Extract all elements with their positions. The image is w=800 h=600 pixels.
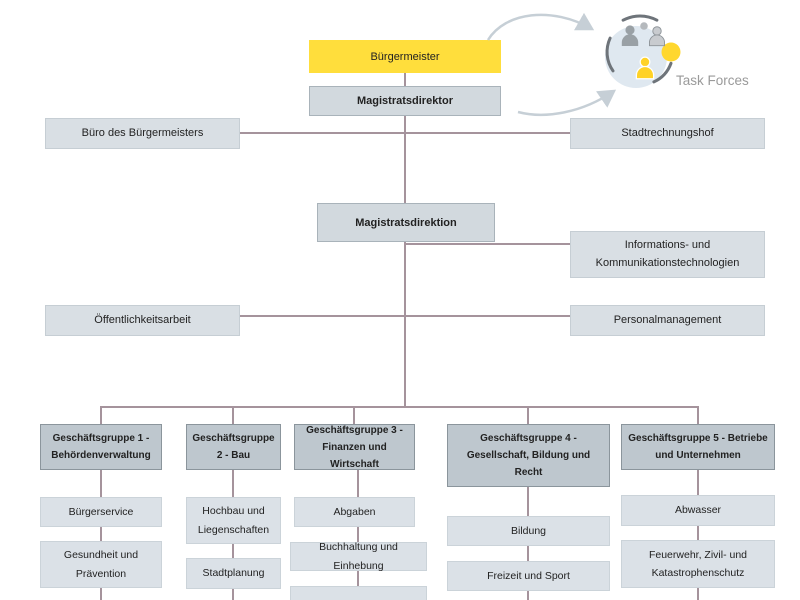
node-informations-und-kommunikationstechnologien: Informations- und Kommunikationstechnolo… bbox=[570, 231, 765, 278]
connector-line bbox=[100, 406, 102, 424]
connector-line bbox=[697, 588, 699, 600]
person-icon-gray bbox=[621, 25, 639, 46]
person-icon-yellow bbox=[635, 56, 655, 80]
node-buergermeister: Bürgermeister bbox=[309, 40, 501, 73]
connector-line bbox=[100, 527, 102, 541]
connector-line bbox=[404, 116, 406, 203]
group-4-item-bildung: Bildung bbox=[447, 516, 610, 546]
connector-line bbox=[527, 546, 529, 561]
connector-line bbox=[100, 470, 102, 497]
node-stadtrechnungshof: Stadtrechnungshof bbox=[570, 118, 765, 149]
connector-line bbox=[100, 588, 102, 600]
group-2-item-hochbau-und-liegenschaften: Hochbau und Liegenschaften bbox=[186, 497, 281, 544]
connector-line bbox=[357, 571, 359, 586]
connector-line bbox=[240, 315, 570, 317]
node-magistratsdirektion: Magistratsdirektion bbox=[317, 203, 495, 242]
group-4-item-freizeit-und-sport: Freizeit und Sport bbox=[447, 561, 610, 591]
arrow-to-task-forces-bottom bbox=[517, 89, 617, 117]
group-3-item-cutoff bbox=[290, 586, 427, 600]
connector-line bbox=[527, 406, 529, 424]
node-magistratsdirektor: Magistratsdirektor bbox=[309, 86, 501, 116]
group-4-header: Geschäftsgruppe 4 - Gesellschaft, Bildun… bbox=[447, 424, 610, 487]
connector-line bbox=[357, 470, 359, 497]
task-forces-label: Task Forces bbox=[676, 73, 749, 88]
arrow-to-task-forces-top bbox=[486, 12, 595, 41]
icon-arc-right bbox=[652, 61, 673, 84]
connector-line bbox=[527, 591, 529, 600]
group-2-item-stadtplanung: Stadtplanung bbox=[186, 558, 281, 589]
connector-line bbox=[101, 406, 698, 408]
group-2-header: Geschäftsgruppe 2 - Bau bbox=[186, 424, 281, 470]
group-5-item-feuerwehr-zivil-und-katastrophenschutz: Feuerwehr, Zivil- und Katastrophenschutz bbox=[621, 540, 775, 588]
group-1-item-gesundheit-und-praevention: Gesundheit und Prävention bbox=[40, 541, 162, 588]
connector-line bbox=[232, 470, 234, 497]
node-oeffentlichkeitsarbeit: Öffentlichkeitsarbeit bbox=[45, 305, 240, 336]
connector-line bbox=[357, 527, 359, 542]
connector-line bbox=[404, 73, 406, 87]
node-buero-des-buergermeisters: Büro des Bürgermeisters bbox=[45, 118, 240, 149]
icon-arc-top bbox=[621, 14, 659, 22]
icon-circle-blue bbox=[605, 26, 667, 88]
person-icon-light-gray bbox=[648, 26, 666, 47]
connector-line bbox=[353, 406, 355, 424]
connector-line bbox=[232, 589, 234, 600]
connector-line bbox=[697, 470, 699, 495]
connector-line bbox=[697, 406, 699, 424]
group-5-item-abwasser: Abwasser bbox=[621, 495, 775, 526]
connector-line bbox=[527, 487, 529, 516]
connector-line bbox=[240, 132, 570, 134]
group-3-header: Geschäftsgruppe 3 - Finanzen und Wirtsch… bbox=[294, 424, 415, 470]
group-3-item-abgaben: Abgaben bbox=[294, 497, 415, 527]
group-1-header: Geschäftsgruppe 1 - Behördenverwaltung bbox=[40, 424, 162, 470]
connector-line bbox=[404, 242, 406, 408]
icon-arc-left bbox=[605, 36, 615, 73]
group-1-item-buergerservice: Bürgerservice bbox=[40, 497, 162, 527]
connector-line bbox=[232, 406, 234, 424]
group-3-item-buchhaltung-und-einhebung: Buchhaltung und Einhebung bbox=[290, 541, 427, 572]
icon-circle-yellow bbox=[661, 42, 681, 62]
icon-dot bbox=[640, 22, 648, 30]
connector-line bbox=[404, 243, 570, 245]
task-forces-icon bbox=[605, 14, 681, 88]
group-5-header: Geschäftsgruppe 5 - Betriebe und Unterne… bbox=[621, 424, 775, 470]
connector-line bbox=[232, 544, 234, 558]
connector-line bbox=[697, 526, 699, 540]
node-personalmanagement: Personalmanagement bbox=[570, 305, 765, 336]
